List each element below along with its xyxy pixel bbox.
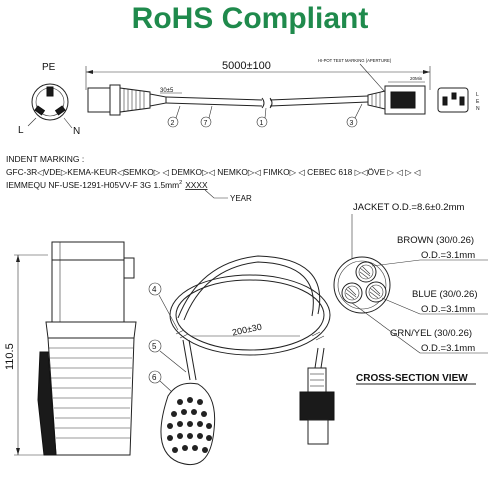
callout-5: 5: [152, 342, 157, 351]
callout-3: 3: [350, 120, 354, 127]
indent-marking: INDENT MARKING : GFC-3R◁VDE▷KEMA-KEUR◁SE…: [6, 154, 421, 203]
l-label: L: [18, 125, 24, 136]
page-title: RoHS Compliant: [131, 2, 369, 35]
height-dim-text: 110.5: [4, 343, 16, 370]
receptacle-face: [437, 87, 469, 113]
year-label: YEAR: [230, 194, 252, 203]
cross-section: JACKET O.D.=8.6±0.2mm BROWN (30/0.26) O.…: [333, 202, 488, 385]
marking-line-1: GFC-3R◁VDE▷KEMA-KEUR◁SEMKO▷ ◁ DEMKO▷◁ NE…: [6, 167, 421, 177]
cable-top: 30±5: [160, 88, 369, 109]
n-leader: [63, 117, 73, 129]
l-pin: [34, 105, 46, 116]
n-label: N: [73, 126, 80, 137]
callout-4: 4: [152, 285, 157, 294]
plug-latch: [37, 351, 57, 456]
blue-od: O.D.=3.1mm: [421, 304, 475, 315]
brown-label: BROWN (30/0.26): [397, 235, 474, 246]
callout-1: 1: [260, 120, 264, 127]
callout-2: 2: [171, 120, 175, 127]
cable-loop: 200±30: [160, 255, 335, 466]
conductor-brown: [355, 261, 377, 283]
marking-heading: INDENT MARKING :: [6, 154, 84, 164]
hipot-note: HI-POT TEST MARKING (APERTURE): [318, 58, 392, 63]
pe-label: PE: [42, 62, 56, 73]
conductor-blue: [365, 281, 387, 303]
receptacle-n: N: [476, 106, 480, 112]
brown-od: O.D.=3.1mm: [421, 250, 475, 261]
top-view-diagram: PE L N 5000±100 HI-POT TEST MARKING (APE…: [18, 58, 480, 137]
cross-section-title: CROSS-SECTION VIEW: [356, 373, 468, 384]
blue-label: BLUE (30/0.26): [412, 289, 477, 300]
hipot-leader: [359, 63, 386, 93]
cable-tie-left: [175, 329, 189, 339]
cable-tie-right: [311, 331, 325, 341]
grn-od: O.D.=3.1mm: [421, 343, 475, 354]
plug-side-view: 110.5: [4, 241, 137, 456]
side-callouts: 4 5 6: [148, 282, 187, 393]
plug-body-top: [87, 84, 167, 116]
plug-pin-face: PE L N: [18, 62, 80, 137]
small-dim-right: 20Min: [410, 76, 423, 81]
callout-6: 6: [152, 373, 157, 382]
receptacle-l: L: [476, 92, 479, 98]
pe-pin: [46, 86, 54, 97]
length-dim-text: 5000±100: [222, 60, 271, 72]
l-leader: [27, 117, 37, 127]
receptacle-e: E: [476, 99, 480, 105]
length-dimension: 5000±100: [85, 60, 431, 90]
connector-body-side: [299, 391, 335, 421]
year-leader: [204, 189, 228, 199]
conductor-grn-yel: [341, 282, 363, 304]
callout-7: 7: [204, 120, 208, 127]
jacket-label: JACKET O.D.=8.6±0.2mm: [353, 202, 465, 213]
plug-face-outer: [31, 83, 69, 121]
grn-label: GRN/YEL (30/0.26): [390, 328, 472, 339]
loop-dim-text: 200±30: [231, 322, 262, 338]
plug-grip-ribs: [49, 347, 133, 439]
cap-pattern: [167, 397, 212, 453]
top-callouts: 2 7 1 3: [167, 103, 363, 128]
n-pin: [54, 105, 66, 116]
small-dim-left: 30±5: [160, 88, 174, 94]
connector-top: 20Min L E N: [367, 76, 480, 115]
